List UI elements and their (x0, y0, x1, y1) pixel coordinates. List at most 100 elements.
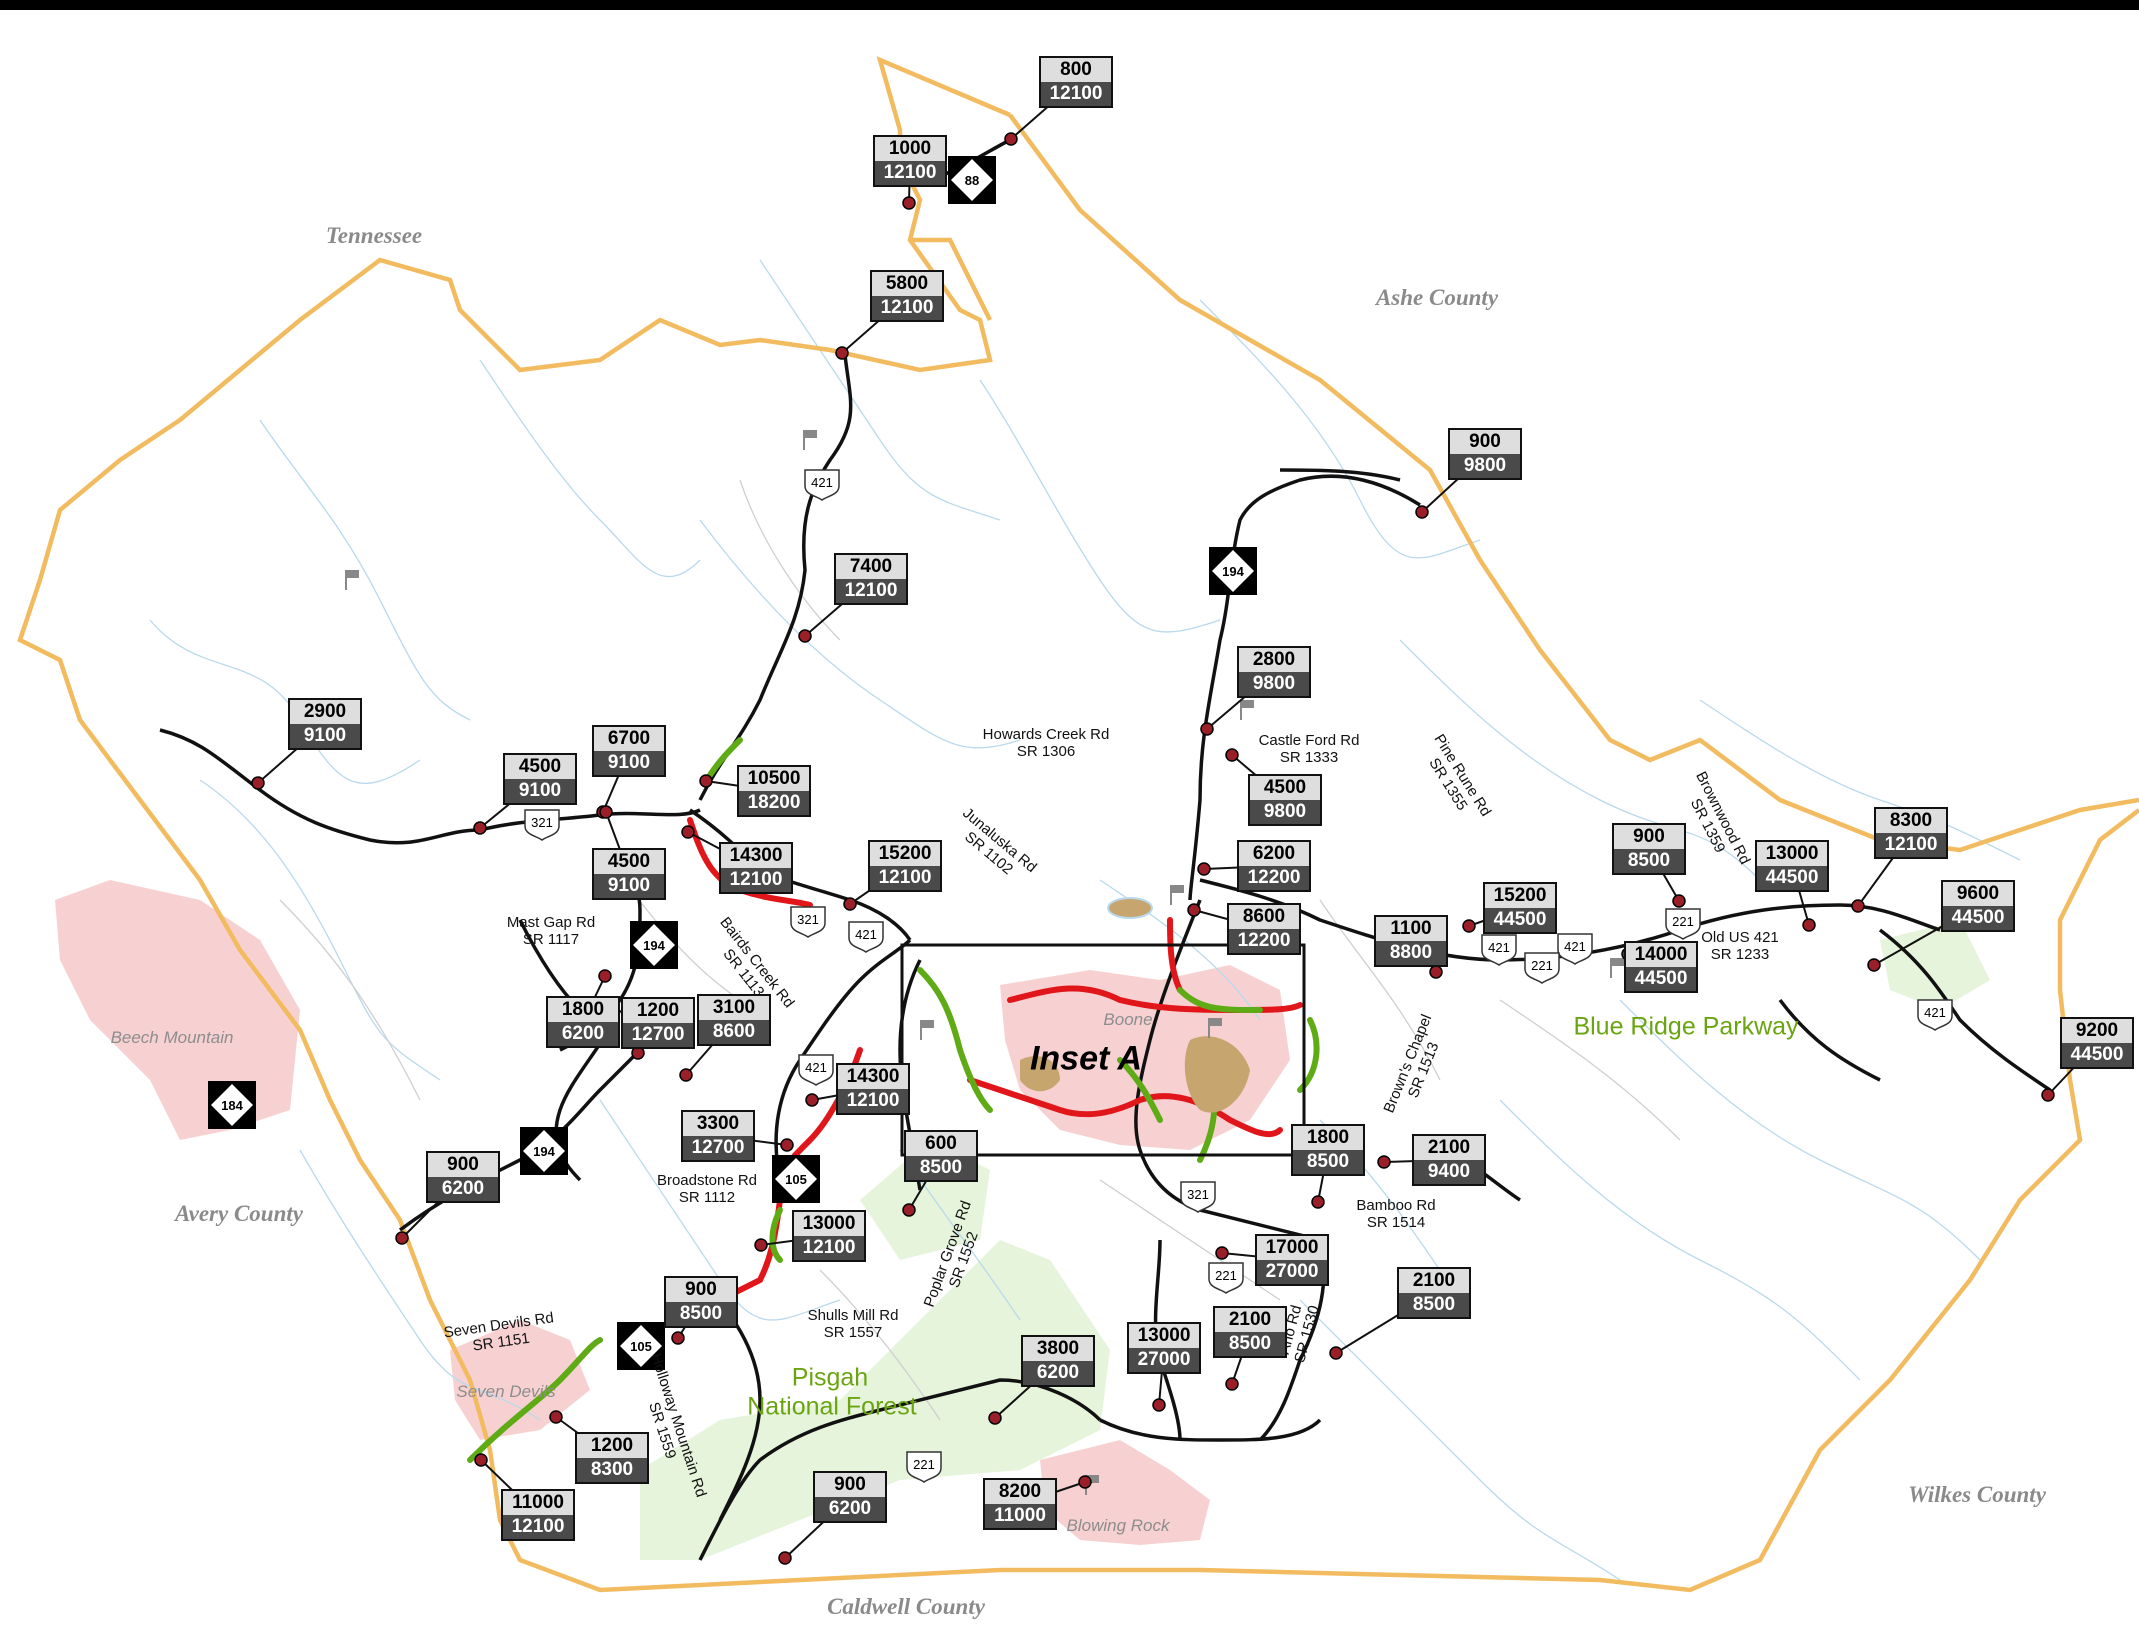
count-station-dot (1225, 748, 1239, 762)
us-route-shield-icon: 321 (524, 809, 560, 841)
aadt-value: 44500 (1943, 906, 2013, 930)
label-inset-a: Inset A (1029, 1039, 1143, 1078)
count-value: 10500 (739, 767, 809, 791)
count-station-dot (778, 1551, 792, 1565)
shield-number: 421 (855, 927, 877, 942)
count-value: 600 (906, 1132, 976, 1156)
count-value: 13000 (1757, 842, 1827, 866)
shield-number: 421 (811, 475, 833, 490)
count-station-dot (681, 825, 695, 839)
aadt-value: 11000 (985, 1504, 1055, 1528)
state-line-east (1008, 113, 2139, 853)
aadt-value: 9800 (1450, 454, 1520, 478)
count-station-dot (1377, 1155, 1391, 1169)
nc-route-shield-icon: 194 (1209, 547, 1257, 595)
streams (149, 259, 2021, 1581)
count-station-dot (902, 1203, 916, 1217)
count-station-dot (699, 774, 713, 788)
count-value: 2900 (290, 700, 360, 724)
count-station-dot (798, 629, 812, 643)
aadt-value: 9800 (1239, 672, 1309, 696)
count-value: 2800 (1239, 648, 1309, 672)
shield-number: 421 (805, 1060, 827, 1075)
top-rule (0, 0, 2139, 10)
shield-number: 105 (785, 1172, 807, 1187)
aadt-value: 6200 (548, 1022, 618, 1046)
count-value: 17000 (1257, 1236, 1327, 1260)
aadt-value: 9100 (290, 724, 360, 748)
count-value: 14300 (838, 1065, 908, 1089)
aadt-value: 12100 (870, 866, 940, 890)
aadt-value: 6200 (1023, 1361, 1093, 1385)
us-route-shield-icon: 421 (1557, 933, 1593, 965)
shield-number: 221 (1672, 914, 1694, 929)
lake (1107, 897, 1153, 919)
count-station-dot (598, 969, 612, 983)
us-route-shield-icon: 421 (1481, 934, 1517, 966)
shield-number: 88 (965, 173, 979, 188)
inset-a-box (900, 943, 1306, 1157)
shield-number: 105 (630, 1339, 652, 1354)
count-station-dot (2041, 1088, 2055, 1102)
nc-route-shield-icon: 184 (208, 1081, 256, 1129)
shield-number: 421 (1564, 939, 1586, 954)
count-station-dot (988, 1411, 1002, 1425)
count-value: 2100 (1414, 1136, 1484, 1160)
nc-route-shield-icon: 105 (617, 1322, 665, 1370)
aadt-value: 12100 (836, 579, 906, 603)
count-value: 14300 (721, 844, 791, 868)
aadt-value: 8300 (577, 1458, 647, 1482)
count-value: 8600 (1229, 905, 1299, 929)
count-value: 4500 (594, 850, 664, 874)
us-route-shield-icon: 321 (790, 906, 826, 938)
nc-route-shield-icon: 88 (948, 156, 996, 204)
count-value: 9600 (1943, 882, 2013, 906)
us-route-shield-icon: 421 (798, 1054, 834, 1086)
count-value: 7400 (836, 555, 906, 579)
count-station-dot (835, 346, 849, 360)
aadt-value: 44500 (1757, 866, 1827, 890)
aadt-value: 9100 (505, 779, 575, 803)
aadt-value: 8500 (1614, 849, 1684, 873)
place-beech-mountain: Beech Mountain (110, 1028, 234, 1048)
place-seven-devils: Seven Devils (456, 1382, 556, 1402)
shield-number: 184 (221, 1098, 243, 1113)
count-station-dot (474, 1453, 488, 1467)
count-value: 900 (428, 1153, 498, 1177)
label-pisgah: Pisgah (791, 1363, 869, 1392)
aadt-value: 8800 (1376, 941, 1446, 965)
count-value: 900 (1450, 430, 1520, 454)
aadt-value: 9100 (594, 874, 664, 898)
aadt-value: 18200 (739, 791, 809, 815)
count-value: 9200 (2062, 1019, 2132, 1043)
aadt-value: 27000 (1129, 1348, 1199, 1372)
count-value: 15200 (1485, 884, 1555, 908)
count-value: 3100 (699, 996, 769, 1020)
count-value: 15200 (870, 842, 940, 866)
count-station-dot (679, 1068, 693, 1082)
aadt-value: 12100 (503, 1515, 573, 1539)
region-tennessee: Tennessee (325, 222, 423, 248)
